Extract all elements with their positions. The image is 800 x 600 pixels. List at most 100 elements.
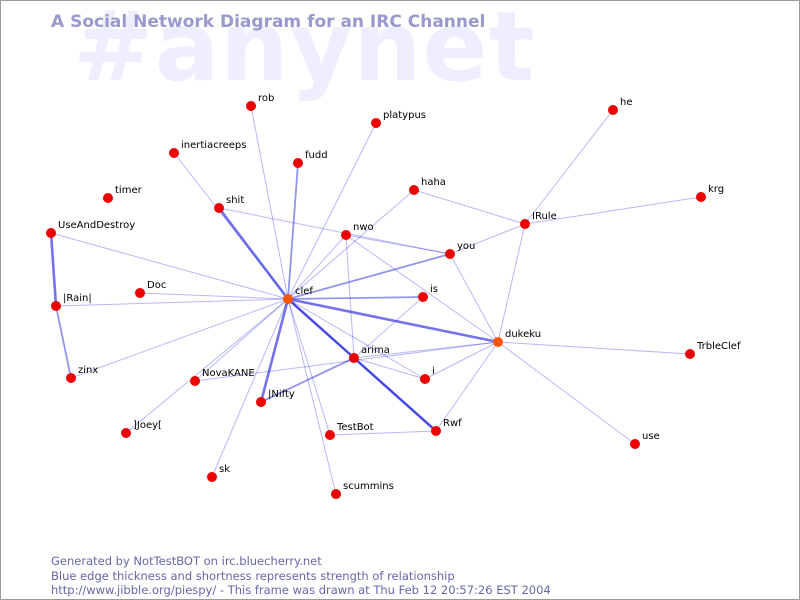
node-label: zinx [78,365,98,376]
node-inertiacreeps: inertiacreeps [169,140,246,158]
node-label: you [457,241,475,252]
edge-dukeku-arima [353,341,499,359]
node-dot [66,373,76,383]
node-label: dukeku [505,329,541,340]
edge-is-arima [353,296,424,359]
edge-clef-you [287,253,451,300]
edge-IRainI-zinx [55,305,72,379]
edge-dukeku-i [424,341,499,380]
node-dot [349,353,359,363]
edge-clef-JoeyI [125,298,289,434]
edge-shit-you [218,207,451,255]
edge-layer [49,105,702,495]
edge-nwo-you [345,234,451,255]
node-dot [46,228,56,238]
node-shit: shit [214,195,244,213]
node-IRule: IRule [520,211,557,229]
node-label: is [430,284,438,295]
node-zinx: zinx [66,365,98,383]
node-TestBot: TestBot [325,422,374,440]
edge-IRule-krg [524,196,702,225]
node-clef: clef [283,286,313,304]
node-dot [331,489,341,499]
edge-clef-UseAndDestroy [50,232,289,300]
node-dot [341,230,351,240]
edge-clef-scummins [287,298,337,495]
node-dot [51,301,61,311]
node-dot [431,426,441,436]
node-Rwf: Rwf [431,418,462,436]
edge-arima-Rwf [353,357,437,432]
node-label: inertiacreeps [181,140,246,151]
edge-TestBot-Rwf [329,430,437,436]
node-dot [103,193,113,203]
node-dot [283,294,293,304]
node-label: |Nifty [268,389,295,400]
edge-arima-Nifty [260,357,355,403]
node-rob: rob [246,93,274,111]
node-dot [207,472,217,482]
edge-IRule-you [449,223,526,255]
node-label: arima [361,345,390,356]
page-title: A Social Network Diagram for an IRC Chan… [51,12,486,32]
node-label: Rwf [443,418,462,429]
node-dot [685,349,695,359]
edge-you-dukeku [449,253,499,343]
node-dot [190,376,200,386]
node-dot [420,374,430,384]
node-JoeyI: ]Joey[ [121,420,162,438]
node-i: i [420,366,435,384]
edge-clef-Nifty [259,298,290,403]
edge-clef-TestBot [287,298,331,436]
node-nwo: nwo [341,222,374,240]
node-label: TestBot [336,422,374,433]
node-label: scummins [343,481,394,492]
edge-dukeku-Rwf [435,341,499,432]
edge-IRule-dukeku [497,223,526,343]
edge-clef-rob [250,105,289,300]
node-dot [409,185,419,195]
edge-clef-zinx [70,298,289,379]
node-Doc: Doc [135,280,166,298]
node-scummins: scummins [331,481,394,499]
node-label: shit [226,195,244,206]
edge-nwo-arima [345,234,355,359]
node-NovaKANE: NovaKANE [190,368,255,386]
edge-dukeku-TrbleClef [497,341,691,355]
node-dot [135,288,145,298]
node-label: timer [115,185,143,196]
node-label: TrbleClef [696,341,741,352]
footer-generator-line: Generated by NotTestBOT on irc.bluecherr… [51,554,322,568]
node-dot [256,397,266,407]
node-layer: robplatypusheinertiacreepsfuddtimershith… [46,93,741,499]
node-dot [293,158,303,168]
node-fudd: fudd [293,150,328,168]
node-dot [214,203,224,213]
node-UseAndDestroy: UseAndDestroy [46,220,135,238]
edge-clef-NovaKANE [194,298,289,382]
node-dot [169,148,179,158]
node-dot [445,249,455,259]
node-IRainI: |Rain| [51,293,92,311]
node-label: clef [295,286,313,297]
node-dot [696,192,706,202]
node-sk: sk [207,464,230,482]
edge-clef-Doc [139,292,289,300]
edge-clef-dukeku [287,297,499,344]
footer-legend-line: Blue edge thickness and shortness repres… [51,568,455,583]
node-dot [608,105,618,115]
node-label: rob [258,93,274,104]
node-dot [246,101,256,111]
node-label: platypus [383,110,426,121]
node-label: ]Joey[ [133,420,162,431]
edge-dukeku-use [497,341,636,445]
edge-clef-is [287,296,424,300]
node-dot [630,439,640,449]
footer: Generated by NotTestBOT on irc.bluecherr… [51,554,551,598]
edge-clef-haha [287,189,415,300]
node-haha: haha [409,177,446,195]
edge-clef-i [287,298,426,380]
edge-clef-platypus [287,122,377,300]
node-label: krg [708,184,724,195]
node-label: sk [219,464,230,475]
